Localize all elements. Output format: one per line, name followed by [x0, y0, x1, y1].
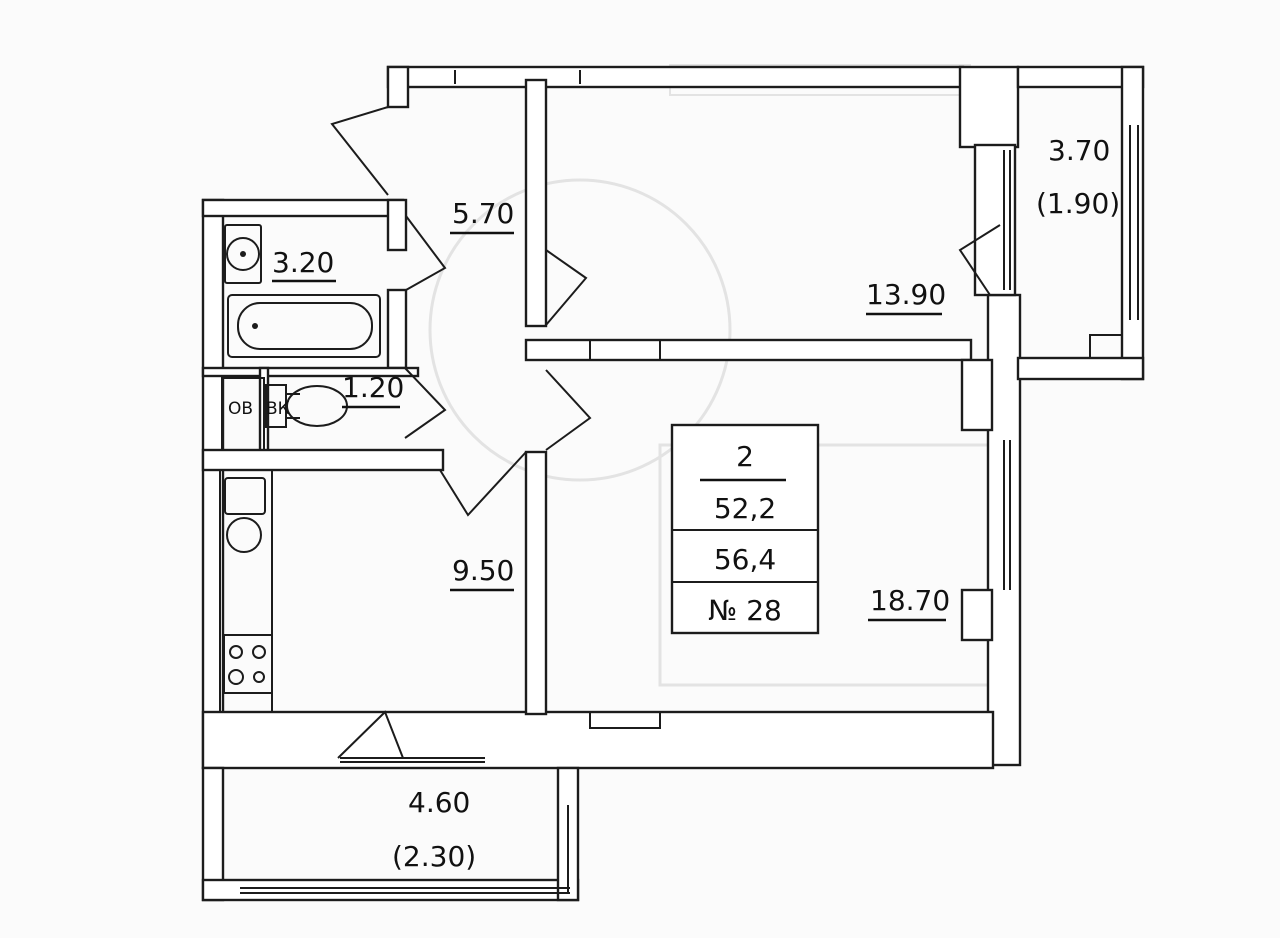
balcony-bottom-reduced-area: (2.30) — [392, 840, 476, 873]
room-label-bedroom: 13.90 — [866, 278, 946, 311]
balcony-top-area: 3.70 — [1048, 134, 1110, 167]
interior-walls — [201, 78, 994, 729]
fixture-label-ov: ОВ — [228, 399, 253, 419]
fixture-label-vk: ВК — [266, 399, 290, 419]
balcony-bottom-area: 4.60 — [408, 786, 470, 819]
room-label-hall: 5.70 — [452, 197, 514, 230]
outer-walls — [201, 65, 1022, 770]
apartment-rooms-count: 2 — [736, 440, 754, 473]
bathroom-fixtures — [224, 224, 381, 358]
doors — [330, 106, 1001, 763]
room-label-living-room: 18.70 — [870, 584, 950, 617]
room-label-kitchen: 9.50 — [452, 554, 514, 587]
balcony-top — [1016, 65, 1145, 381]
apartment-info-box — [670, 423, 820, 635]
room-label-bathroom: 3.20 — [272, 246, 334, 279]
balcony-top-reduced-area: (1.90) — [1036, 187, 1120, 220]
apartment-living-area: 52,2 — [714, 492, 776, 525]
apartment-number: № 28 — [708, 594, 782, 627]
balcony-bottom — [201, 766, 580, 902]
apartment-total-area: 56,4 — [714, 543, 776, 576]
kitchen-fixtures — [219, 469, 273, 713]
windows — [454, 70, 1011, 590]
room-label-toilet: 1.20 — [342, 371, 404, 404]
